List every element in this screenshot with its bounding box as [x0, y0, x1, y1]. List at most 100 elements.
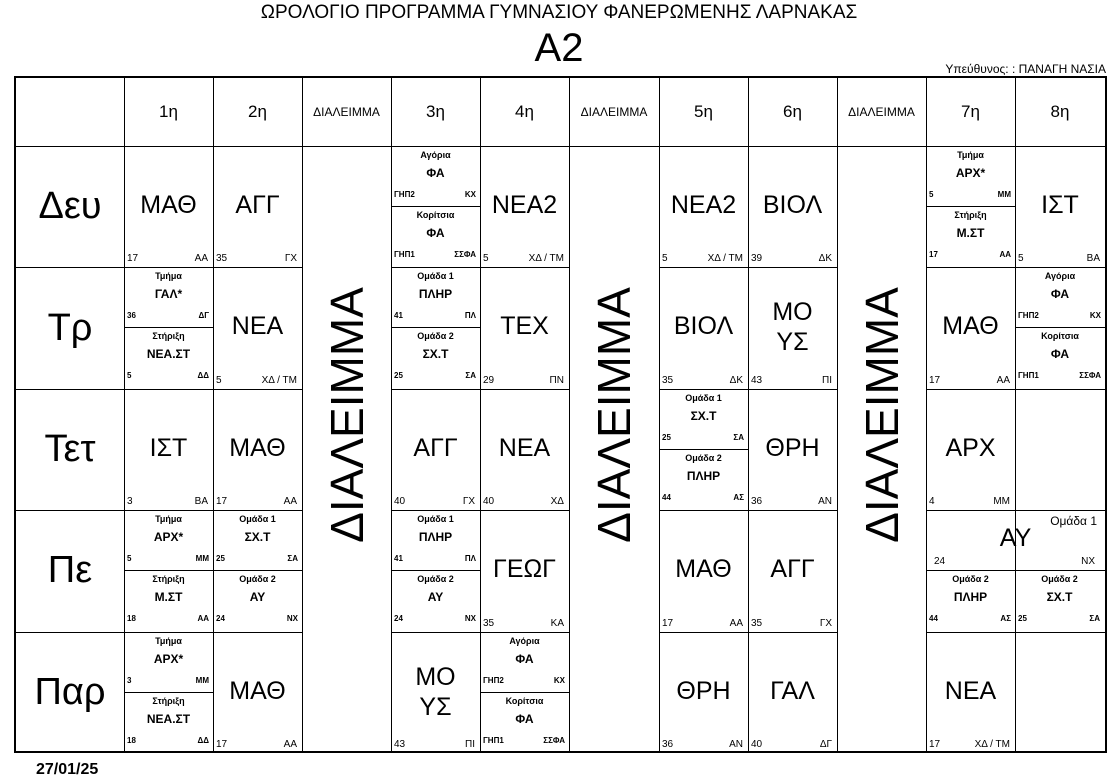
group-room: 44 [662, 492, 671, 502]
group-teacher: ΝΧ [286, 614, 298, 624]
room-number: 35 [216, 253, 228, 265]
group-subject: ΣΧ.Τ [690, 408, 717, 423]
group-room: ΓΗΠ2 [483, 675, 504, 685]
teacher-code: ΔΚ [729, 374, 743, 386]
room-number: 3 [127, 496, 133, 508]
teacher-code: ΑΑ [194, 253, 208, 265]
room-number: 17 [216, 738, 228, 750]
group-subject: ΠΛΗΡ [418, 287, 453, 302]
group-subject: ΑΡΧ* [153, 530, 184, 545]
room-number: 17 [662, 617, 674, 629]
group-room: ΓΗΠ1 [1018, 371, 1039, 381]
print-date: 27/01/25 [36, 761, 99, 778]
day-label: Τετ [44, 427, 96, 470]
group-room: ΓΗΠ2 [394, 190, 415, 199]
period-header: 8η [1050, 102, 1070, 121]
room-number: 36 [751, 496, 763, 508]
group-room: 36 [127, 311, 136, 321]
subject-label: ΙΣΤ [1041, 191, 1079, 219]
group-subject: Μ.ΣΤ [956, 226, 985, 240]
column-divider [213, 78, 214, 751]
room-number: 5 [483, 253, 489, 265]
subject-label: ΓΑΛ [770, 676, 815, 705]
subject-label: ΑΓΓ [770, 555, 815, 584]
group-teacher: ΜΜ [195, 554, 209, 564]
column-divider [480, 78, 481, 751]
group-subject: ΣΧ.Τ [422, 347, 449, 362]
group-subject: ΦΑ [515, 651, 534, 666]
cell-split-line [391, 327, 480, 329]
column-divider [748, 78, 749, 751]
teacher-code: ΧΔ / ΤΜ [261, 374, 297, 386]
group-label: Στήριξη [152, 695, 185, 706]
subject-label: ΙΣΤ [149, 433, 188, 462]
room-number: 29 [483, 374, 495, 386]
group-teacher: ΣΣΦΑ [454, 250, 476, 259]
room-number: 5 [216, 374, 222, 386]
group-room: 3 [127, 675, 132, 685]
group-room: 5 [127, 371, 132, 381]
cell-split-line [213, 570, 302, 572]
group-subject: ΦΑ [426, 166, 445, 180]
group-room: 41 [394, 311, 403, 321]
group-teacher: ΝΧ [464, 614, 476, 624]
teacher-code: ΝΧ [1081, 556, 1095, 568]
teacher-code: ΑΑ [283, 738, 297, 750]
header-divider [16, 146, 1105, 147]
room-number: 40 [394, 496, 406, 508]
row-divider [16, 631, 302, 633]
subject-label: ΓΕΩΓ [493, 555, 556, 584]
group-subject: ΓΑΛ* [154, 287, 183, 302]
group-teacher: ΣΑ [287, 554, 298, 564]
cell-split-line [480, 691, 569, 693]
group-label: Στήριξη [152, 331, 185, 342]
period-header: 6η [783, 102, 802, 121]
group-teacher: ΑΑ [999, 250, 1011, 259]
teacher-code: ΔΓ [819, 738, 832, 750]
group-label: Ομάδα 1 [417, 271, 454, 282]
